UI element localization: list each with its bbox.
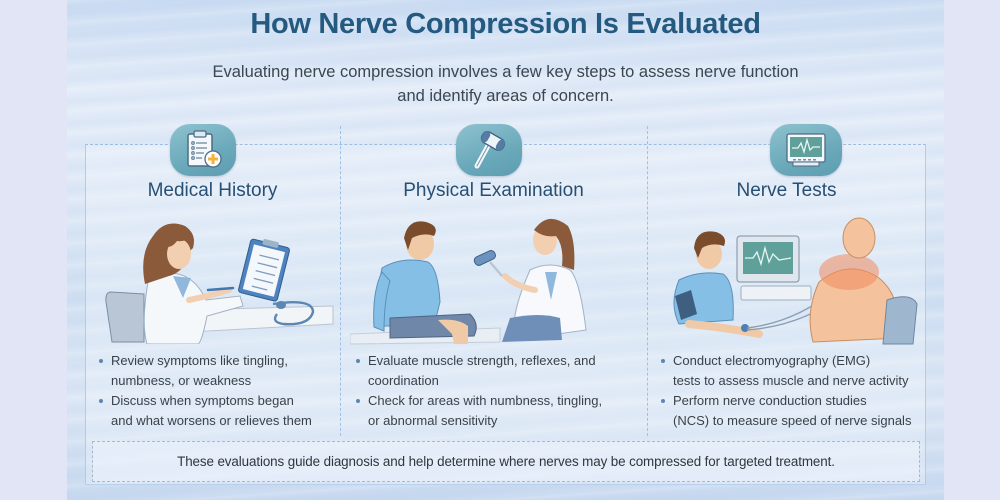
infographic-canvas: How Nerve Compression Is Evaluated Evalu… [67,0,944,500]
page-subtitle: Evaluating nerve compression involves a … [167,60,844,108]
clipboard-plus-icon [170,124,236,176]
patient-emg-test-illustration [673,217,918,345]
subtitle-line: and identify areas of concern. [397,87,614,105]
bullet-item: Check for areas with numbness, tingling,… [354,391,644,431]
step-bullet-list: Conduct electromyography (EMG)tests to a… [659,351,924,431]
doctor-reviewing-clipboard-illustration [105,223,334,344]
monitor-waveform-icon [770,124,842,176]
doctor-testing-reflexes-illustration [350,218,587,345]
column-divider [647,126,648,436]
step-title: Medical History [147,180,278,201]
step-title: Physical Examination [403,180,584,201]
summary-text: These evaluations guide diagnosis and he… [177,454,835,469]
bullet-item: Review symptoms like tingling,numbness, … [97,351,342,391]
step-bullet-list: Review symptoms like tingling,numbness, … [97,351,342,431]
column-divider [340,126,341,436]
summary-footer: These evaluations guide diagnosis and he… [92,441,920,482]
bullet-item: Conduct electromyography (EMG)tests to a… [659,351,924,391]
step-title: Nerve Tests [736,180,837,201]
reflex-hammer-icon [456,124,522,176]
subtitle-line: Evaluating nerve compression involves a … [212,63,799,81]
bullet-item: Perform nerve conduction studies(NCS) to… [659,391,924,431]
page-title: How Nerve Compression Is Evaluated [250,8,761,40]
